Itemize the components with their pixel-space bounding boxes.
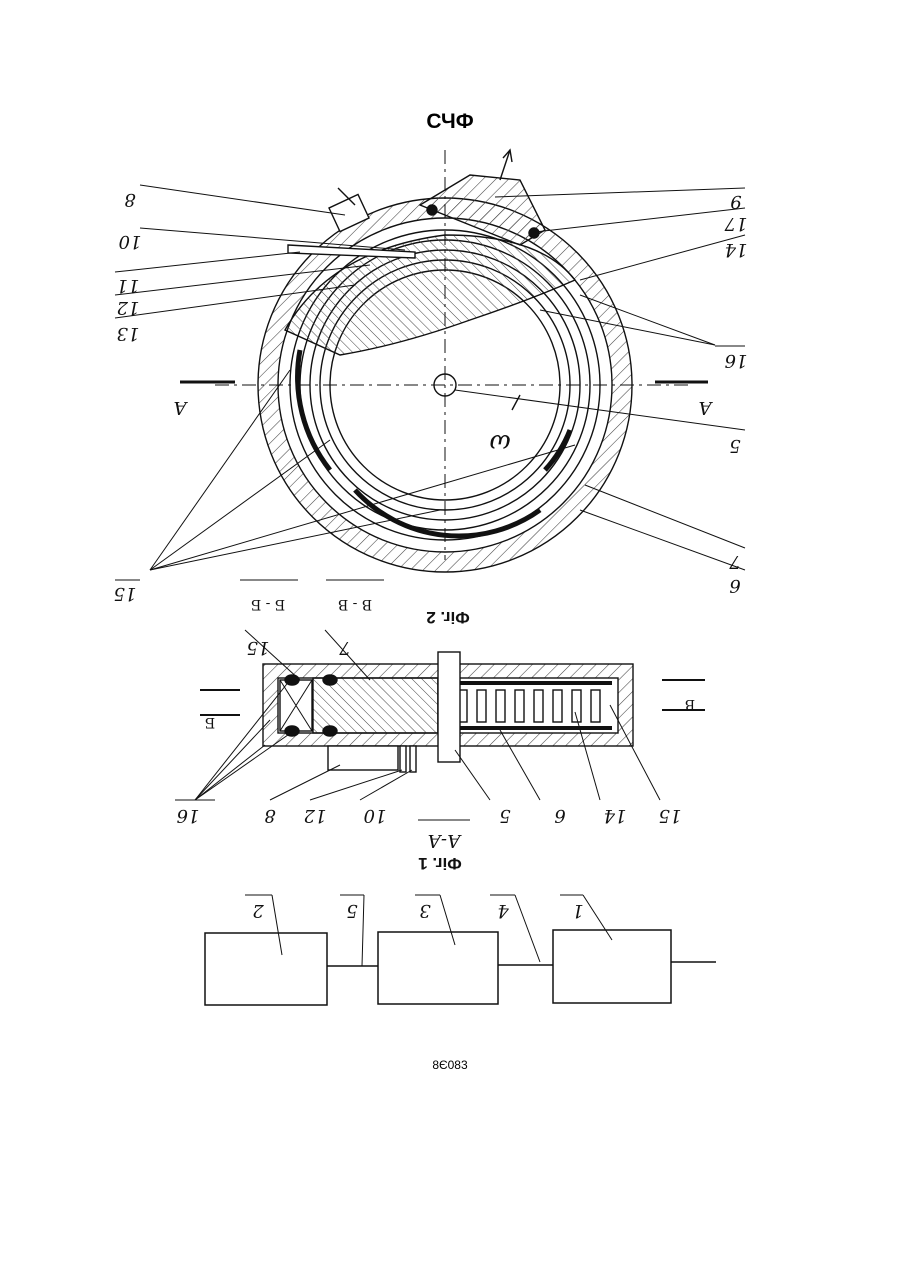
- omega-label: ω: [489, 428, 510, 458]
- link-label-4: 4: [497, 900, 509, 921]
- label-15: 15: [114, 583, 137, 604]
- block-label-3: 3: [419, 900, 430, 921]
- label-14: 14: [725, 239, 748, 260]
- tube-10: [410, 746, 416, 772]
- label-7: 7: [339, 637, 351, 658]
- section-label-right: А: [698, 397, 714, 418]
- label-7: 7: [729, 551, 741, 572]
- label-5: 5: [499, 805, 510, 826]
- fig2-caption: Фiг. 2: [426, 608, 470, 627]
- section-aa-title: А-А: [427, 830, 462, 851]
- block-label-2: 2: [252, 900, 264, 921]
- inlet-8: [328, 746, 398, 770]
- rotation-arrow: [512, 395, 520, 410]
- outlet-flow-arrow: [500, 150, 510, 180]
- block-1: [553, 930, 671, 1003]
- block-diagram: [205, 895, 716, 1005]
- section-vv-label: В - В: [338, 596, 372, 612]
- label-11: 11: [117, 275, 140, 296]
- block-2: [205, 933, 327, 1005]
- seal-16d: [323, 726, 337, 736]
- fig1-caption: Фiг. 1: [418, 854, 462, 873]
- label-14: 14: [604, 805, 627, 826]
- label-5: 5: [729, 435, 740, 456]
- seal-17b: [529, 228, 539, 238]
- label-6: 6: [554, 805, 565, 826]
- label-15-left: 15: [247, 637, 270, 658]
- seal-17a: [427, 205, 437, 215]
- label-13: 13: [117, 323, 140, 344]
- label-16: 16: [177, 805, 200, 826]
- section-bb-label: Б - Б: [251, 596, 285, 612]
- section-v-mark: В: [685, 696, 695, 712]
- label-16: 16: [725, 350, 748, 371]
- block-3: [378, 932, 498, 1004]
- label-15-right: 15: [659, 805, 682, 826]
- link-label-5: 5: [346, 900, 357, 921]
- block-diagram-labels: 2 3 1 5 4: [252, 900, 583, 921]
- figure-2-rotor-section: [180, 150, 708, 572]
- block-label-1: 1: [572, 900, 583, 921]
- section-label-left: А: [173, 397, 189, 418]
- figure-1-longitudinal-section: [200, 652, 705, 772]
- label-10: 10: [119, 231, 142, 252]
- label-12: 12: [117, 297, 140, 318]
- shaft-5: [438, 652, 460, 762]
- label-8: 8: [264, 805, 275, 826]
- section-b-mark: Б: [205, 714, 215, 730]
- label-17: 17: [724, 213, 747, 234]
- tube-12: [400, 746, 406, 772]
- seal-16b: [323, 675, 337, 685]
- seal-16c: [285, 726, 299, 736]
- rotor-7: [313, 678, 438, 733]
- label-12: 12: [304, 805, 327, 826]
- label-10: 10: [364, 805, 387, 826]
- label-6: 6: [729, 575, 740, 596]
- label-9: 9: [730, 191, 741, 212]
- label-8: 8: [124, 189, 135, 210]
